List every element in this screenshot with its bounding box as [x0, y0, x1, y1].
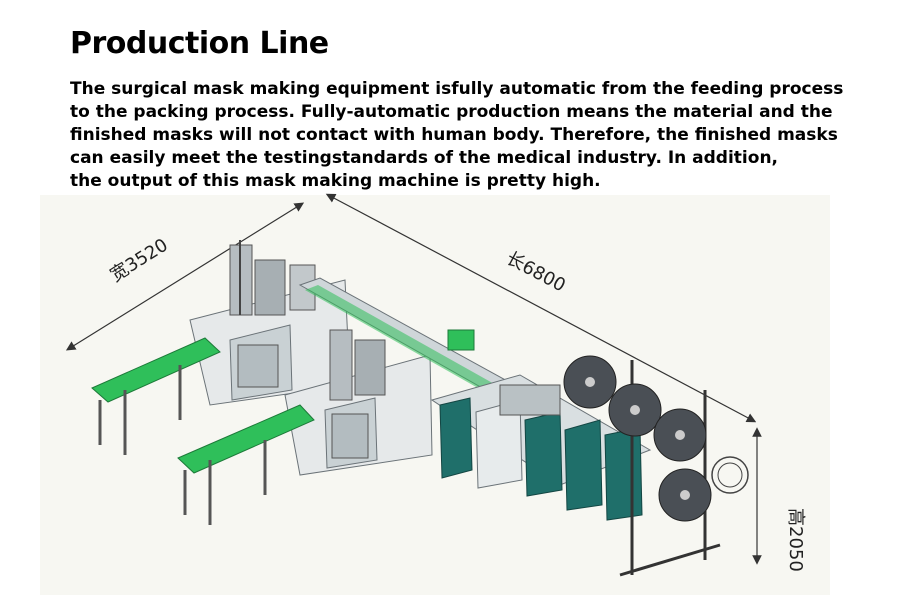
page-title: Production Line [70, 26, 329, 61]
description-line: to the packing process. Fully-automatic … [70, 102, 833, 122]
production-line-drawing: 宽3520 长6800 高2050 [40, 193, 830, 595]
fabric-roll-stand [563, 355, 749, 577]
upper-mask-machine [91, 240, 351, 455]
description-paragraph: The surgical mask making equipment isful… [70, 78, 860, 193]
length-dimension-line [325, 193, 757, 423]
description-line: can easily meet the testingstandards of … [70, 148, 778, 168]
height-dimension-label: 高2050 [785, 508, 806, 572]
description-line: The surgical mask making equipment isful… [70, 79, 844, 99]
transfer-conveyor [298, 277, 522, 399]
width-dimension-line [65, 202, 305, 351]
lower-mask-machine [177, 329, 433, 525]
description-line: the output of this mask making machine i… [70, 171, 601, 191]
description-line: finished masks will not contact with hum… [70, 125, 838, 145]
